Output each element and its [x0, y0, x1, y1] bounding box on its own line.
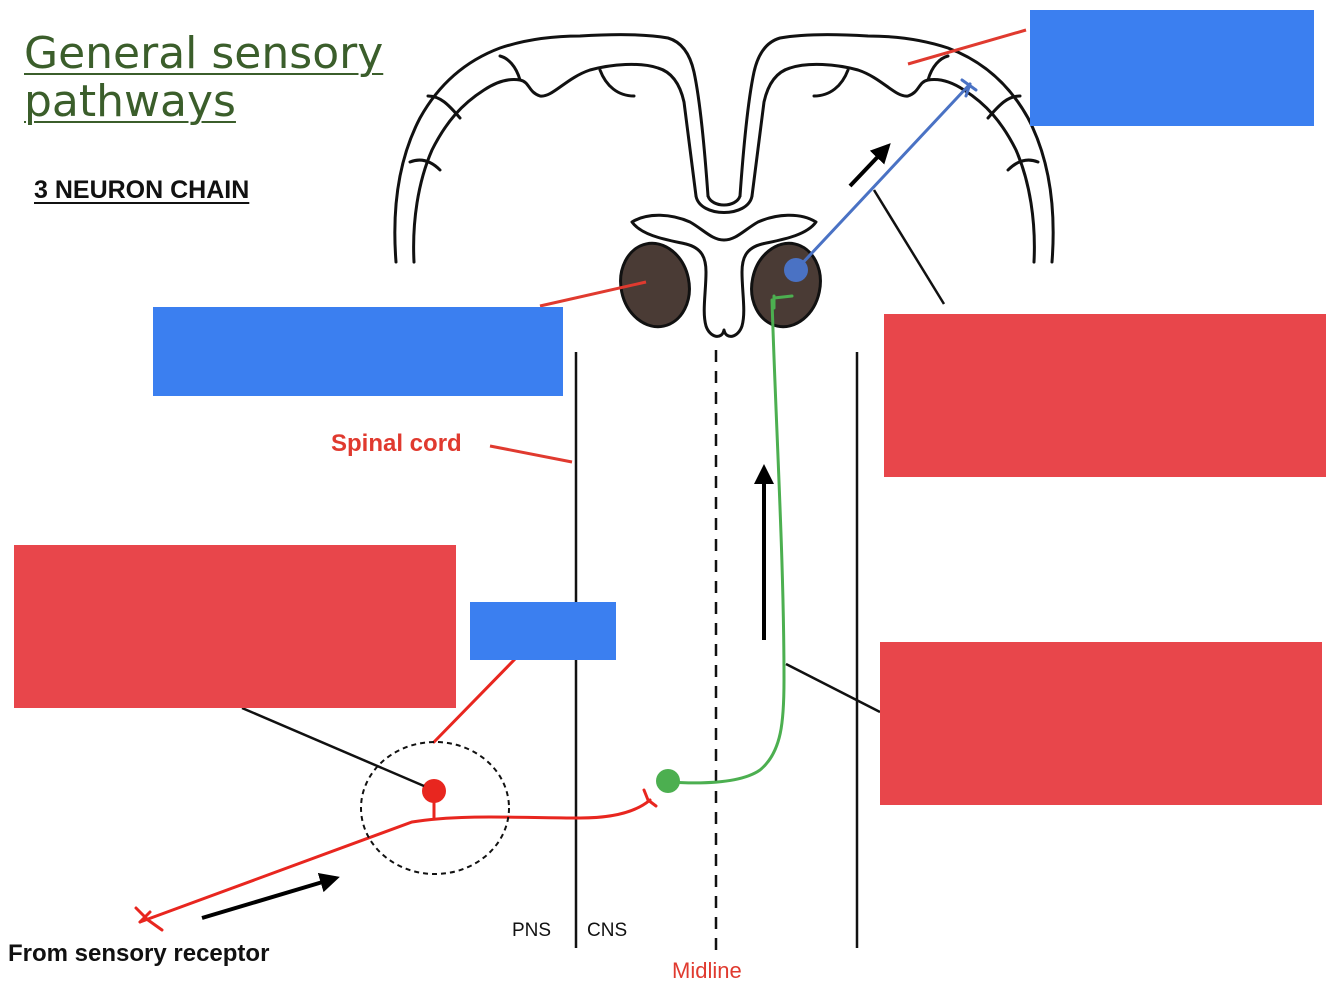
brain-outline-right — [694, 33, 1055, 264]
ganglion-answer-box[interactable] — [470, 602, 616, 660]
right-hemisphere-inner — [750, 62, 1036, 264]
right-gyrus-4 — [926, 54, 950, 82]
second-neuron-box-pointer — [785, 662, 881, 714]
third-neuron-answer-box[interactable] — [884, 314, 1326, 477]
right-gyrus-3 — [812, 68, 850, 98]
receptor-ending — [134, 906, 164, 932]
first-neuron-axon — [138, 798, 652, 924]
left-gyrus-1 — [426, 94, 462, 120]
first-neuron-box-pointer — [241, 706, 425, 788]
third-order-neuron — [794, 78, 978, 272]
lateral-ventricles — [630, 213, 818, 338]
third-neuron-cell-body — [784, 258, 808, 282]
first-neuron-terminal — [642, 788, 658, 808]
left-gyrus-4 — [498, 54, 522, 82]
spinal-cord-pointer — [489, 444, 573, 464]
first-neuron-cell-body — [422, 779, 446, 803]
left-hemisphere-outer — [393, 33, 710, 264]
right-hemisphere-outer — [738, 33, 1055, 264]
longitudinal-fissure — [706, 194, 742, 207]
cortex-pointer — [907, 28, 1027, 66]
subtitle: 3 NEURON CHAIN — [34, 176, 250, 204]
thalamus-pointer — [539, 280, 647, 308]
dorsal-root-ganglion — [360, 741, 510, 875]
pns-label: PNS — [512, 920, 552, 941]
left-gyrus-3 — [598, 68, 636, 98]
direction-arrows — [201, 143, 891, 920]
title-line-1: General sensory — [24, 28, 384, 79]
left-gyrus-2 — [408, 158, 442, 172]
third-neuron-box-pointer — [872, 189, 946, 305]
page-title: General sensory pathways — [24, 30, 383, 126]
brain-outline — [393, 33, 710, 264]
third-neuron-axon — [794, 82, 972, 272]
second-neuron-answer-box[interactable] — [880, 642, 1322, 805]
central-sulcus-lines — [694, 194, 754, 214]
title-line-2: pathways — [24, 76, 236, 127]
ganglion-box-pointer — [432, 656, 518, 744]
midline-label: Midline — [672, 958, 742, 983]
arrow-to-cortex — [848, 143, 891, 188]
right-gyrus-1 — [986, 94, 1022, 120]
red-pointer-lines — [489, 28, 1027, 464]
arrow-from-receptor — [201, 872, 340, 920]
second-order-neuron — [666, 294, 794, 785]
third-neuron-terminal — [960, 78, 978, 98]
left-hemisphere-inner — [412, 62, 698, 264]
black-pointer-lines — [241, 189, 946, 788]
second-neuron-terminal — [772, 294, 794, 310]
left-thalamus — [619, 241, 691, 329]
first-neuron-answer-box[interactable] — [14, 545, 456, 708]
cortex-answer-box[interactable] — [1030, 10, 1314, 126]
thalamus-answer-box[interactable] — [153, 307, 563, 396]
spinal-cord-label: Spinal cord — [331, 430, 462, 457]
second-neuron-cell-body — [656, 769, 680, 793]
right-gyrus-2 — [1006, 158, 1040, 172]
sensory-receptor-label: From sensory receptor — [8, 940, 270, 967]
second-neuron-axon — [666, 298, 786, 785]
cns-label: CNS — [587, 920, 628, 941]
ventricle-outline — [630, 213, 818, 338]
first-order-neuron — [134, 656, 658, 932]
